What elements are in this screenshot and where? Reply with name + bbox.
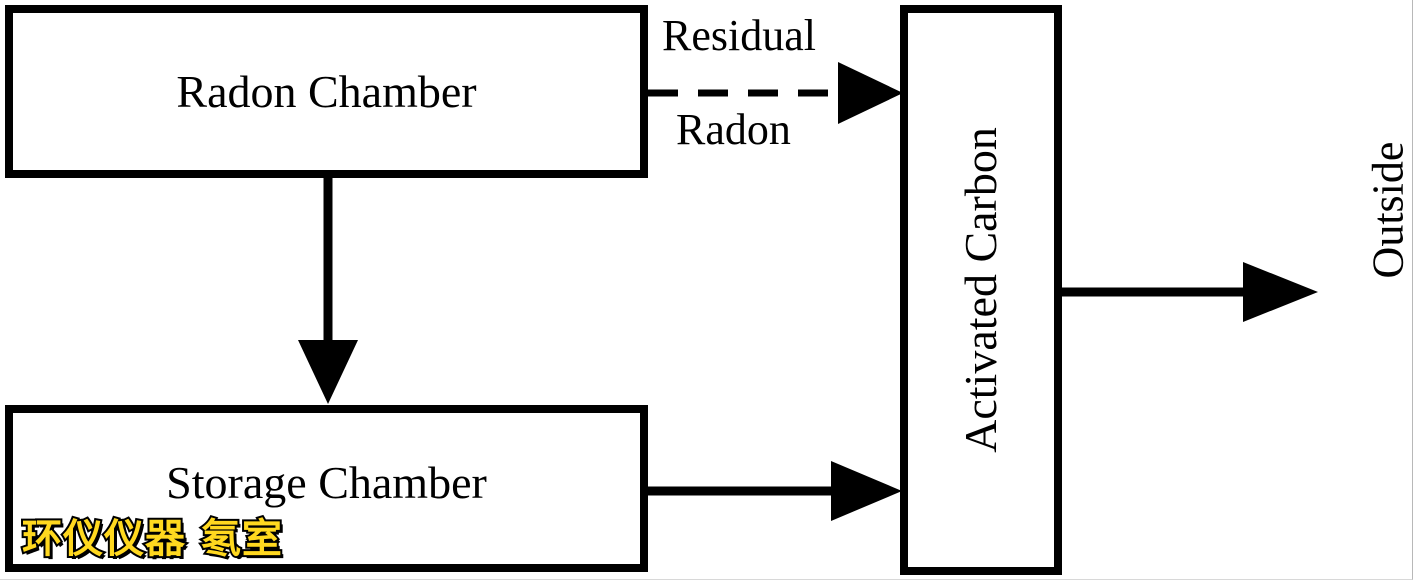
edge-label-radon: Radon bbox=[676, 105, 791, 154]
node-storage-chamber[interactable]: Storage Chamber bbox=[5, 405, 648, 572]
node-storage-chamber-label: Storage Chamber bbox=[166, 456, 487, 508]
watermark-text: 环仪仪器 氡室 bbox=[20, 516, 284, 562]
carbon-to-outside-edge bbox=[1058, 262, 1318, 322]
carbon-to-outside-arrowhead bbox=[1243, 262, 1318, 322]
node-radon-chamber-label: Radon Chamber bbox=[176, 65, 477, 117]
node-radon-chamber[interactable]: Radon Chamber bbox=[5, 5, 648, 178]
node-activated-carbon-label: Activated Carbon bbox=[955, 127, 1007, 453]
node-activated-carbon[interactable]: Activated Carbon bbox=[900, 5, 1062, 575]
edge-label-residual: Residual bbox=[662, 11, 816, 60]
radon-to-storage-edge bbox=[298, 172, 358, 404]
residual-radon-arrowhead bbox=[838, 62, 903, 124]
storage-to-carbon-edge bbox=[648, 461, 902, 521]
radon-to-storage-arrowhead bbox=[298, 340, 358, 404]
terminal-label-outside: Outside bbox=[1363, 141, 1413, 279]
storage-to-carbon-arrowhead bbox=[831, 461, 902, 521]
